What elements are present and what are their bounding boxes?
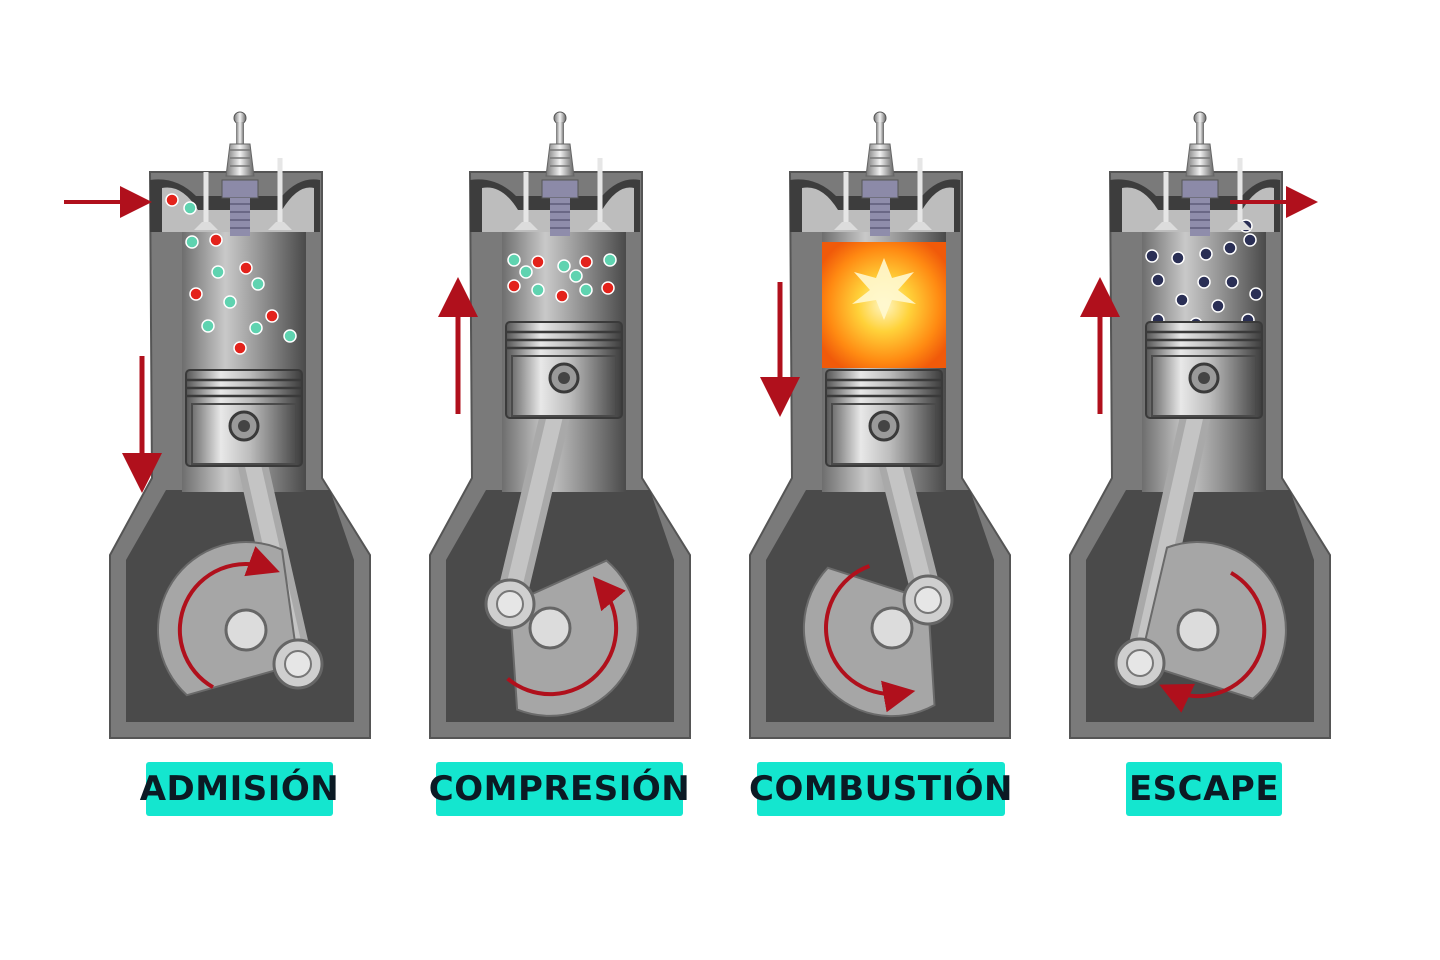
- head-chamber: [162, 187, 314, 232]
- gas-particle: [1197, 275, 1211, 289]
- gas-particle: [251, 277, 265, 291]
- gas-particle: [557, 259, 571, 273]
- head-chamber: [802, 187, 954, 232]
- crank-pin-bore: [496, 590, 524, 618]
- exhaust-valve-head: [588, 222, 612, 230]
- crankshaft-journal: [528, 606, 572, 650]
- crank-pin-bore: [914, 586, 942, 614]
- spark-plug-hex: [541, 179, 579, 199]
- rotation-arrow-icon: [1159, 571, 1267, 713]
- stroke-label-escape: ESCAPE: [1126, 762, 1282, 816]
- crankshaft-journal: [870, 606, 914, 650]
- piston-pin-center: [238, 420, 250, 432]
- intake-valve-head: [1154, 222, 1178, 230]
- intake-valve-head: [834, 222, 858, 230]
- exhaust-valve-head: [1228, 222, 1252, 230]
- engine-1: [64, 111, 371, 739]
- gas-particle: [1151, 273, 1165, 287]
- piston-skirt: [191, 403, 297, 465]
- intake-valve-head: [194, 222, 218, 230]
- crank-pin-bore: [1126, 649, 1154, 677]
- crankshaft-journal: [224, 608, 268, 652]
- piston-skirt: [511, 355, 617, 417]
- spark-plug-terminal: [1196, 122, 1204, 144]
- spark-plug-hex: [861, 179, 899, 199]
- gas-particle: [507, 253, 521, 267]
- spark-plug-insulator: [545, 143, 575, 177]
- gas-particle: [1211, 299, 1225, 313]
- gas-particle: [239, 261, 253, 275]
- stroke-label-compresion: COMPRESIÓN: [429, 762, 690, 816]
- spark-plug-thread: [870, 198, 890, 236]
- stroke-label-combustion: COMBUSTIÓN: [749, 762, 1012, 816]
- gas-particle: [519, 265, 533, 279]
- spark-plug-terminal: [556, 122, 564, 144]
- spark-plug-thread: [550, 198, 570, 236]
- gas-particle: [601, 281, 615, 295]
- rotation-arrow-icon: [824, 564, 916, 713]
- gas-particle: [283, 329, 297, 343]
- spark-plug-thread: [230, 198, 250, 236]
- gas-particle: [531, 255, 545, 269]
- rotation-arrow-icon: [506, 576, 626, 697]
- head-chamber: [482, 187, 634, 232]
- gas-particle: [1199, 247, 1213, 261]
- intake-valve-head: [514, 222, 538, 230]
- piston-pin-center: [558, 372, 570, 384]
- gas-particle: [1225, 275, 1239, 289]
- gas-particle: [1171, 251, 1185, 265]
- gas-particle: [569, 269, 583, 283]
- gas-particle: [189, 287, 203, 301]
- crankshaft-journal: [1176, 608, 1220, 652]
- gas-particle: [579, 283, 593, 297]
- spark-plug-insulator: [1185, 143, 1215, 177]
- head-chamber: [1122, 187, 1274, 232]
- crank-pin-bore: [284, 650, 312, 678]
- piston-pin-center: [878, 420, 890, 432]
- gas-particle: [1145, 249, 1159, 263]
- gas-particle: [165, 193, 179, 207]
- gas-particle: [1249, 287, 1263, 301]
- spark-plug-terminal: [236, 122, 244, 144]
- spark-plug-insulator: [865, 143, 895, 177]
- spark-plug-hex: [221, 179, 259, 199]
- gas-particle: [531, 283, 545, 297]
- engine-3: [749, 111, 1011, 739]
- stroke-label-admision: ADMISIÓN: [140, 762, 339, 816]
- gas-particle: [249, 321, 263, 335]
- gas-particle: [185, 235, 199, 249]
- crankshaft-icon: [802, 566, 936, 718]
- gas-particle: [211, 265, 225, 279]
- spark-plug-thread: [1190, 198, 1210, 236]
- piston-skirt: [831, 403, 937, 465]
- gas-particle: [507, 279, 521, 293]
- gas-particle: [209, 233, 223, 247]
- explosion-burst: [852, 258, 916, 320]
- gas-particle: [1175, 293, 1189, 307]
- engine-4: [1069, 111, 1331, 739]
- gas-particle: [1243, 233, 1257, 247]
- gas-particle: [555, 289, 569, 303]
- engine-2: [429, 111, 691, 739]
- spark-plug-insulator: [225, 143, 255, 177]
- rotation-arrow-icon: [177, 546, 280, 689]
- gas-particle: [579, 255, 593, 269]
- gas-particle: [201, 319, 215, 333]
- spark-plug-hex: [1181, 179, 1219, 199]
- exhaust-valve-head: [268, 222, 292, 230]
- gas-particle: [1223, 241, 1237, 255]
- gas-particle: [265, 309, 279, 323]
- gas-particle: [183, 201, 197, 215]
- gas-particle: [603, 253, 617, 267]
- gas-particle: [233, 341, 247, 355]
- spark-plug-terminal: [876, 122, 884, 144]
- gas-particle: [223, 295, 237, 309]
- exhaust-valve-head: [908, 222, 932, 230]
- piston-pin-center: [1198, 372, 1210, 384]
- piston-skirt: [1151, 355, 1257, 417]
